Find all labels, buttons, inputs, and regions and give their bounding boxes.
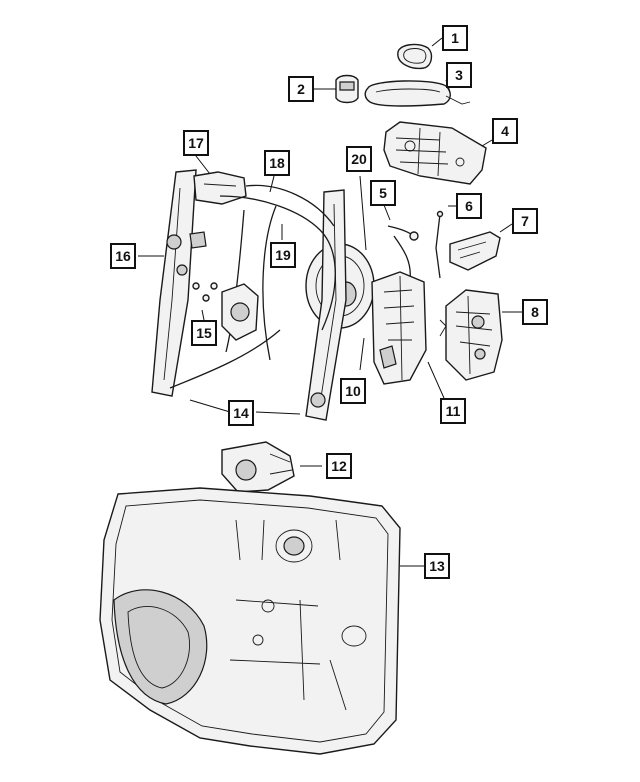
leader-18 [269,175,275,193]
inside-handle-icon [449,231,501,271]
leader-17 [195,155,211,175]
callout-18: 18 [264,150,290,176]
leader-14b [255,411,301,415]
callout-14: 14 [228,400,254,426]
callout-5: 5 [370,180,396,206]
window-regulator-icon [151,169,347,421]
callout-7: 7 [512,208,538,234]
leader-15 [201,309,205,321]
rod-cable-icon [387,225,419,281]
leader-14a [189,399,231,413]
leader-11 [427,361,445,399]
callout-17: 17 [183,130,209,156]
handle-bracket-icon [383,121,487,185]
leader-1 [431,37,443,47]
callout-16: 16 [110,243,136,269]
regulator-motor-icon [192,282,259,341]
callout-3: 3 [446,62,472,88]
leader-10 [359,337,365,371]
callout-11: 11 [440,398,466,424]
module-carrier-icon [371,271,427,385]
callout-13: 13 [424,553,450,579]
callout-2: 2 [288,76,314,102]
handle-cap-icon [335,74,359,104]
door-module-panel-icon [99,487,401,755]
callout-20: 20 [346,146,372,172]
callout-6: 6 [456,193,482,219]
door-latch-icon [439,289,503,381]
rod-icon [435,210,444,279]
callout-1: 1 [442,25,468,51]
callout-4: 4 [492,118,518,144]
exterior-handle-icon [364,80,471,107]
leader-20 [359,175,367,251]
leader-4 [481,139,493,147]
callout-15: 15 [191,320,217,346]
callout-12: 12 [326,453,352,479]
callout-19: 19 [270,242,296,268]
handle-bezel-icon [397,43,433,70]
leader-7 [499,223,513,233]
window-motor-icon [221,441,295,493]
callout-10: 10 [340,378,366,404]
callout-8: 8 [522,299,548,325]
